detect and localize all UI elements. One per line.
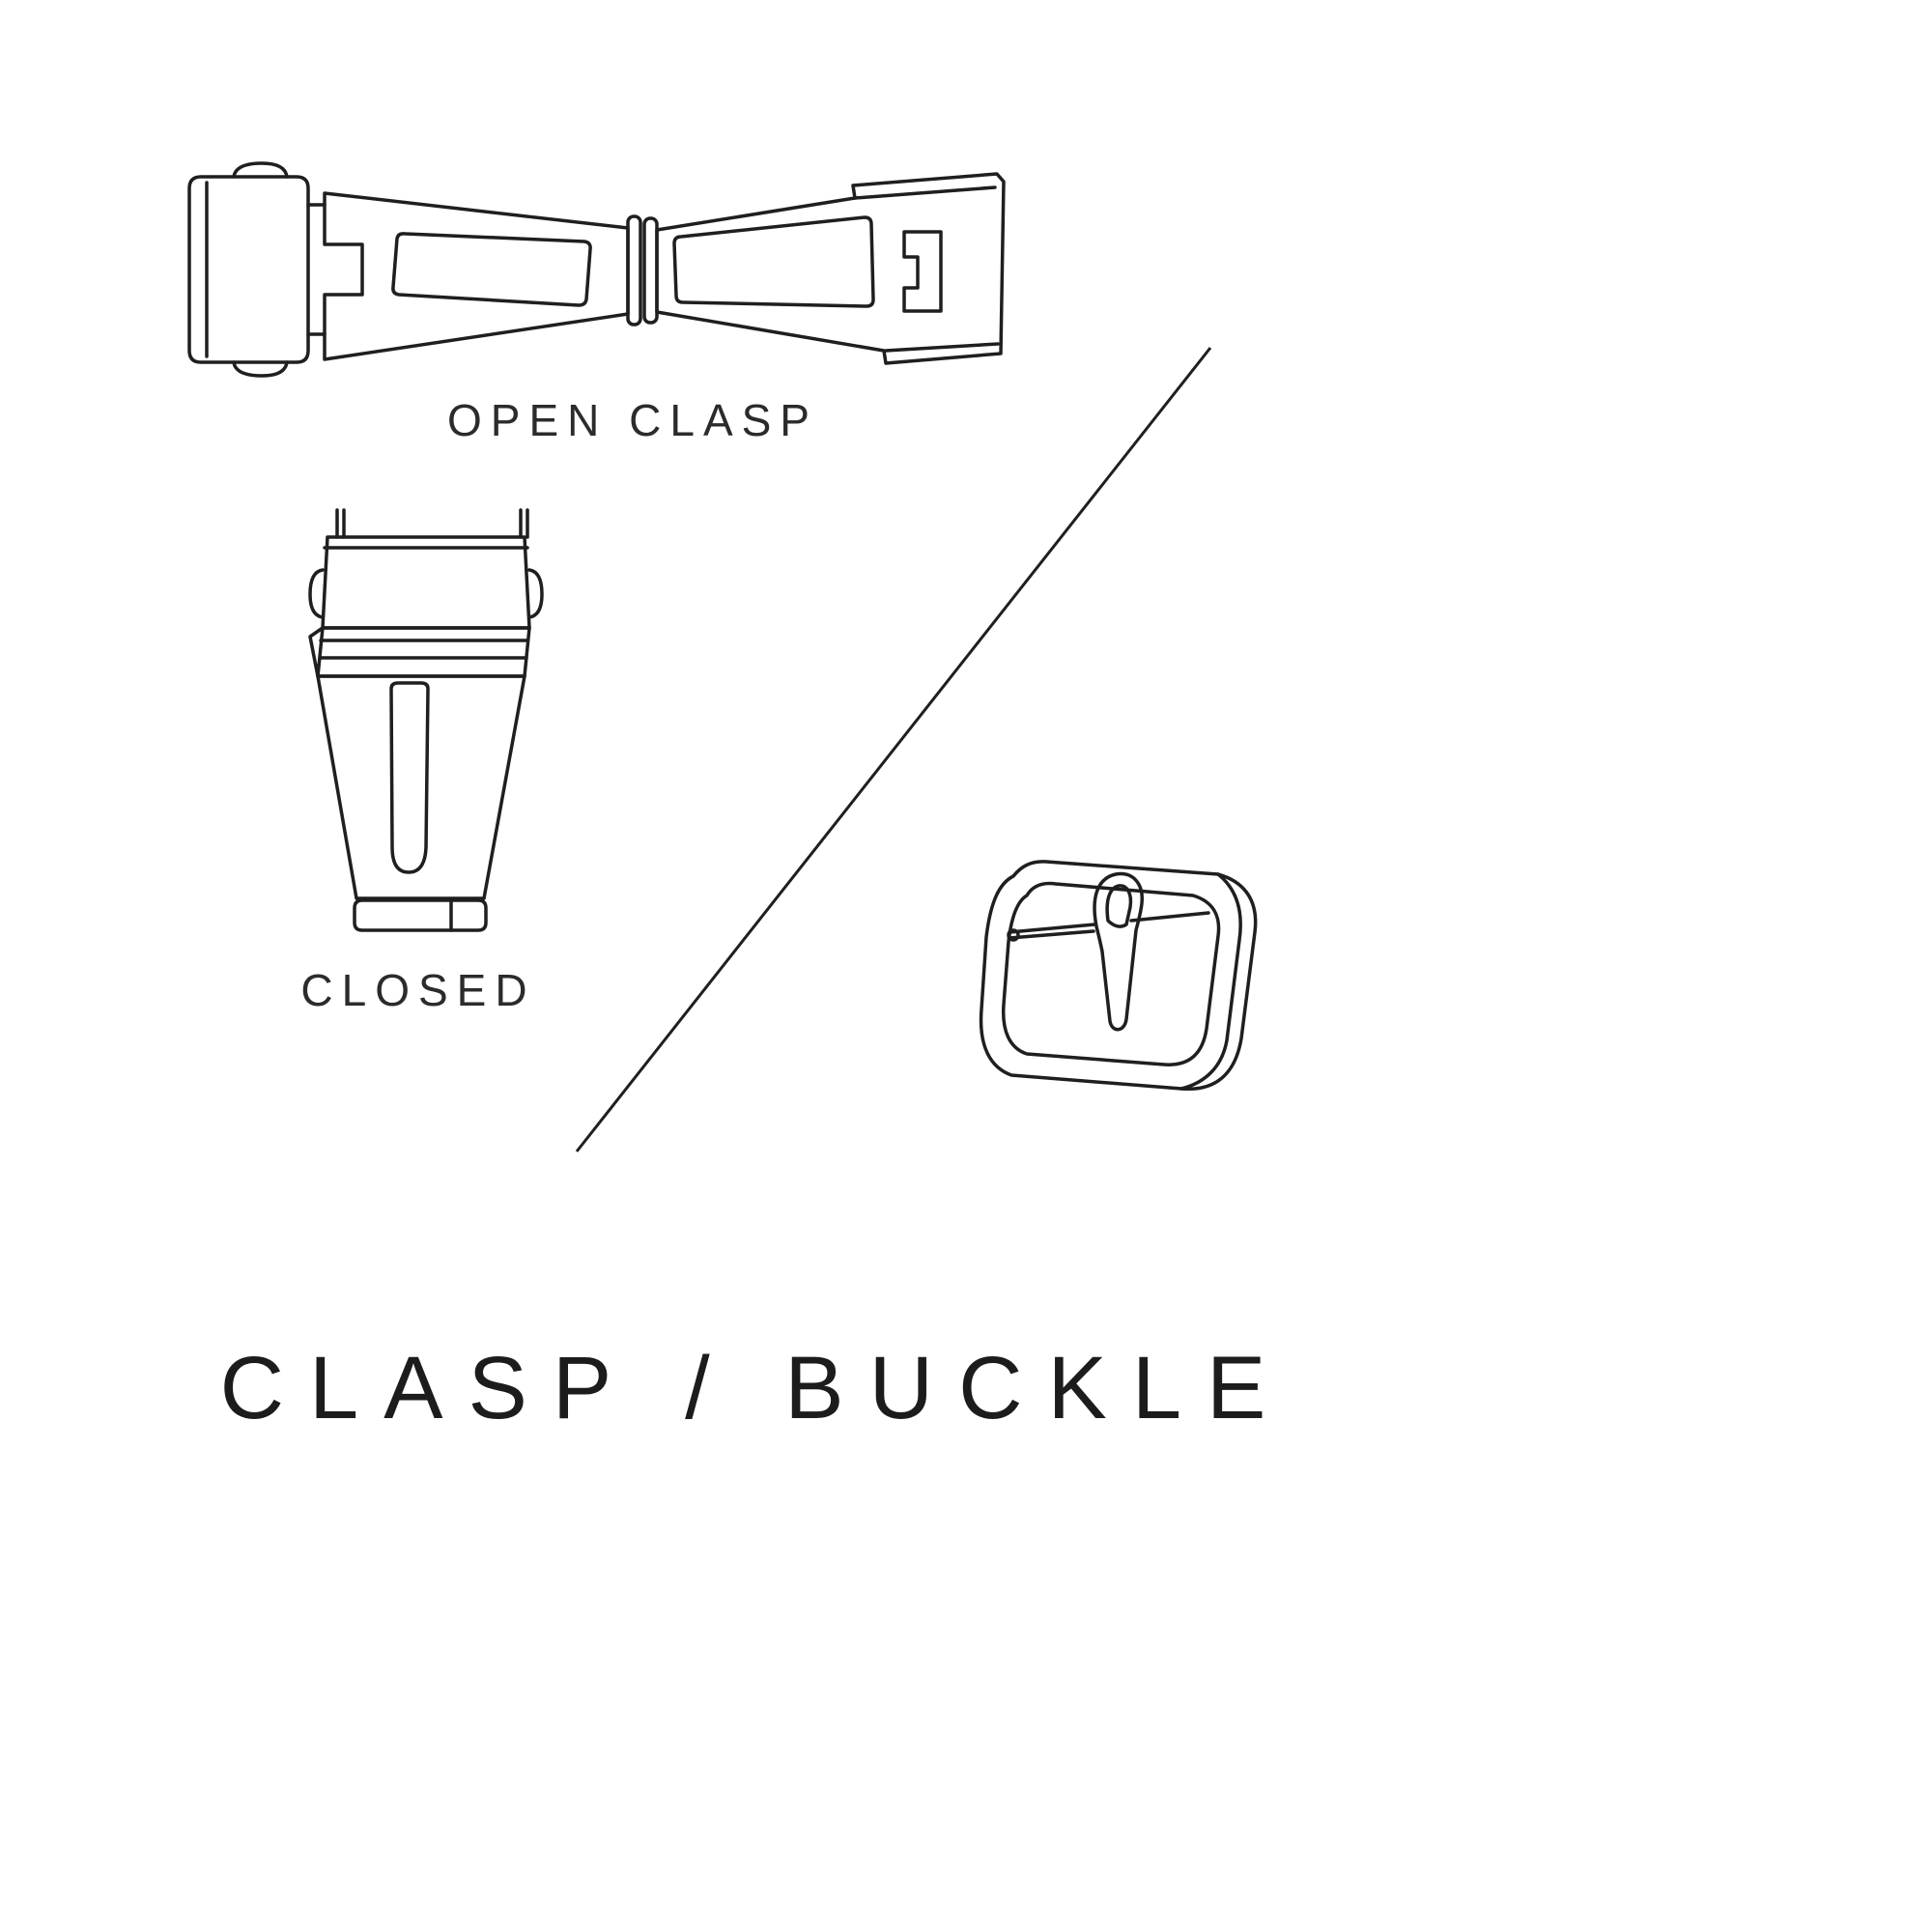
buckle-figure	[952, 836, 1280, 1106]
closed-clasp-figure	[295, 497, 546, 942]
closed-clasp-label: CLOSED	[300, 965, 536, 1015]
open-clasp-icon	[187, 161, 1006, 378]
buckle-icon	[979, 860, 1258, 1092]
open-clasp-figure	[174, 145, 1024, 386]
open-clasp-label: OPEN CLASP	[447, 395, 818, 445]
page-title: CLASP / BUCKLE	[219, 1339, 1292, 1437]
closed-clasp-icon	[308, 508, 544, 932]
